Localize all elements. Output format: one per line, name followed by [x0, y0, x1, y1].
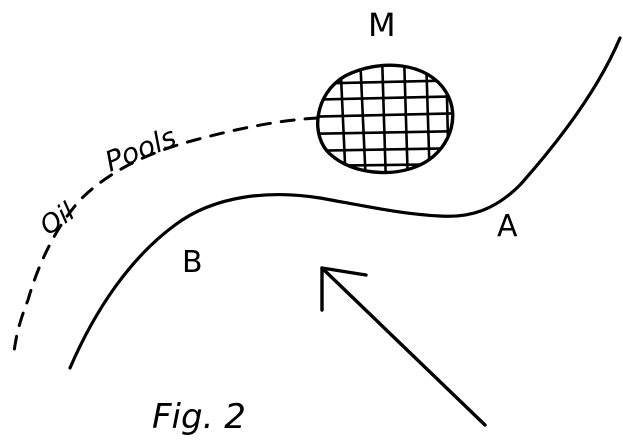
arrow-head: [320, 266, 368, 312]
label-b: B: [182, 245, 203, 280]
main-curve-line: [68, 36, 622, 370]
figure-caption: Fig. 2: [152, 397, 246, 437]
arrow-shaft: [320, 266, 487, 427]
direction-arrow: [320, 266, 487, 427]
label-m: M: [368, 6, 396, 44]
oil-pools-dashed-line: [12, 116, 320, 354]
hatched-mass-m: [316, 63, 455, 175]
label-pools: Pools: [100, 120, 181, 178]
label-a: A: [497, 209, 518, 244]
label-oil: Oil: [35, 197, 81, 242]
mass-outline: [316, 63, 455, 175]
